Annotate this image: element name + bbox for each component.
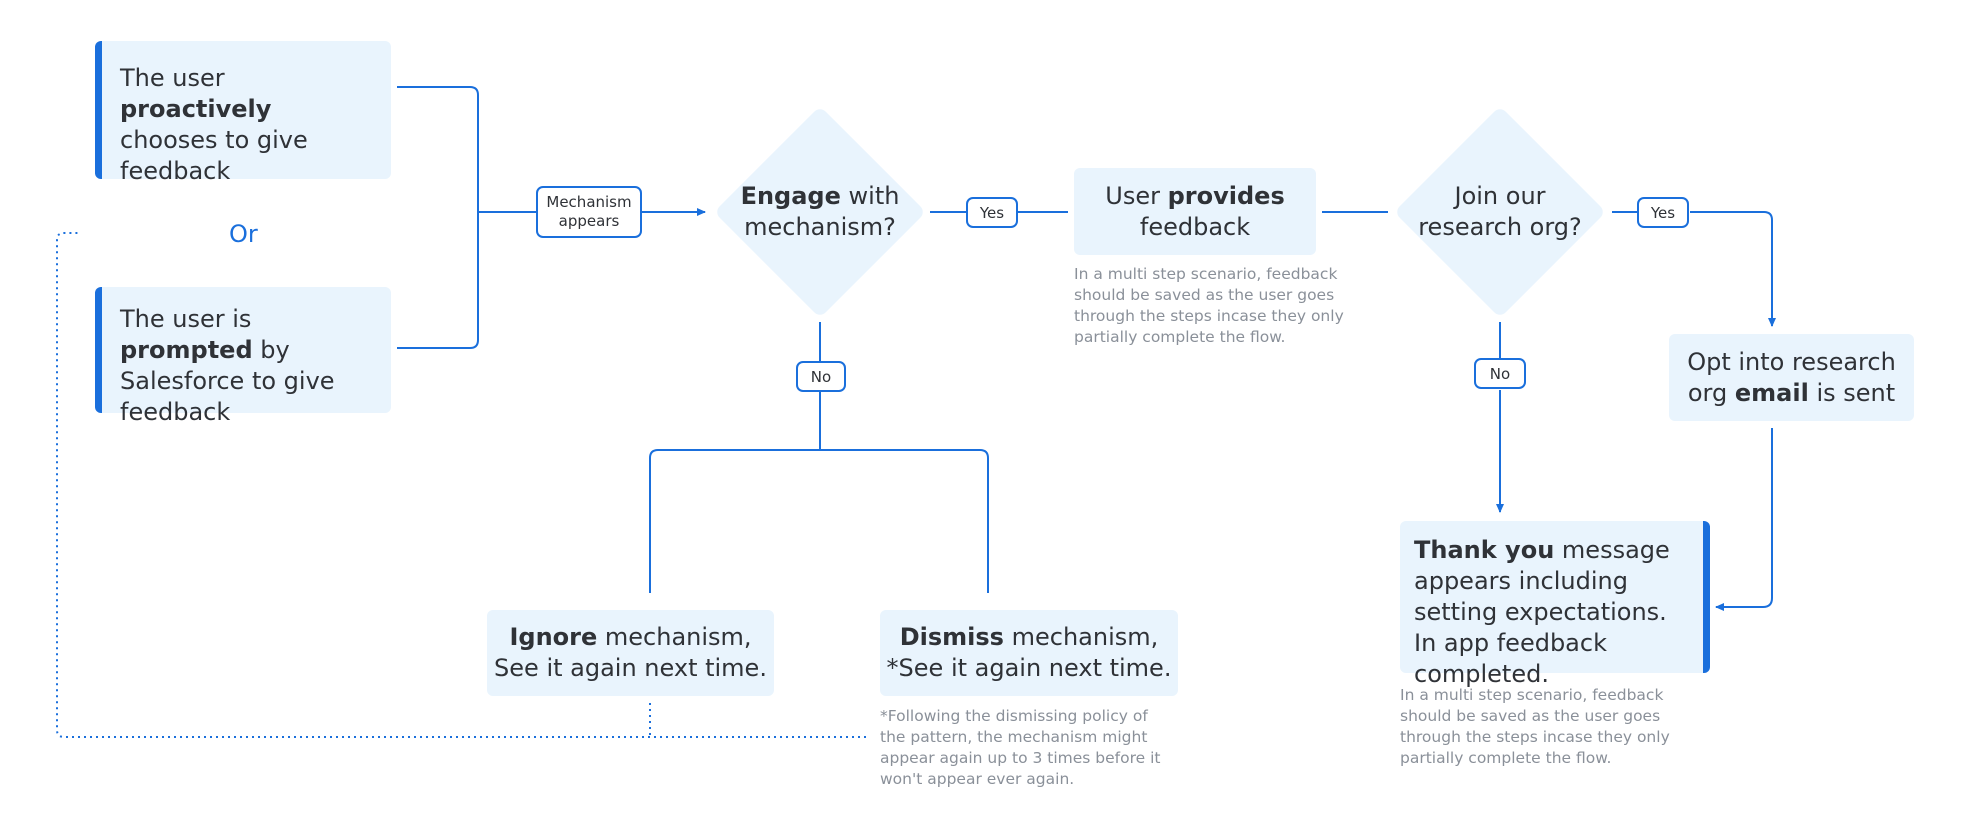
mechanism-tag-line2: appears [558,212,620,230]
start-prompted-box: The user is prompted by Salesforce to gi… [95,287,391,426]
research-line1: Join our [1454,182,1546,210]
research-line2: research org? [1418,213,1582,241]
engage-bold: Engage [740,182,841,210]
split-branch-lines [649,449,989,593]
or-label: Or [229,220,258,248]
opt-in-bold: email [1734,378,1809,407]
dismiss-bold: Dismiss [899,623,1004,651]
start-proactive-rest: chooses to give feedback [120,126,308,185]
start-prompted-pre: The user is [120,305,252,333]
no-tag-engage: No [796,361,846,392]
engage-with: with [848,182,900,210]
research-decision: Join our research org? [1390,102,1610,322]
start-proactive-bold: proactively [120,95,272,123]
mechanism-tag-line1: Mechanism [546,193,632,211]
provides-feedback-box: User provides feedback [1074,168,1316,255]
start-prompted-bold: prompted [120,336,253,364]
ignore-line2: See it again next time. [494,654,767,682]
start-prompted-rest: by Salesforce to give feedback [120,336,335,426]
opt-in-line1: Opt into research [1687,347,1896,376]
opt-in-post: is sent [1816,378,1896,407]
retry-loop-dotted [56,232,866,738]
yes-tag-engage: Yes [966,197,1018,228]
provides-note: In a multi step scenario, feedback shoul… [1074,265,1344,346]
start-bracket [397,86,479,349]
engage-line2: mechanism? [744,213,896,241]
opt-in-pre: org [1687,378,1728,407]
engage-decision: Engage with mechanism? [710,102,930,322]
ignore-box: Ignore mechanism, See it again next time… [487,610,774,696]
thank-you-rest: message appears including setting expect… [1414,536,1670,688]
thank-you-note: In a multi step scenario, feedback shoul… [1400,686,1670,767]
provides-pre: User [1105,181,1160,210]
dismiss-note: *Following the dismissing policy of the … [880,707,1161,788]
thank-you-box: Thank you message appears including sett… [1400,521,1710,688]
thank-you-bold: Thank you [1414,536,1555,564]
mechanism-appears-tag: Mechanism appears [536,186,642,238]
provides-line2: feedback [1139,212,1251,241]
dismiss-line2: *See it again next time. [886,654,1172,682]
provides-bold: provides [1167,181,1285,210]
ignore-bold: Ignore [509,623,598,651]
dismiss-post: mechanism, [1011,623,1159,651]
opt-in-box: Opt into research org email is sent [1669,334,1914,421]
optin-to-thankyou-arrow [1715,428,1773,611]
yes-tag-research: Yes [1637,197,1689,228]
start-proactive-line1: The user [120,64,225,92]
yes-to-optin-arrow [1690,211,1776,327]
start-proactive-box: The user proactively chooses to give fee… [95,41,391,185]
no-tag-research: No [1474,358,1526,389]
dismiss-box: Dismiss mechanism, *See it again next ti… [880,610,1178,696]
ignore-post: mechanism, [604,623,752,651]
